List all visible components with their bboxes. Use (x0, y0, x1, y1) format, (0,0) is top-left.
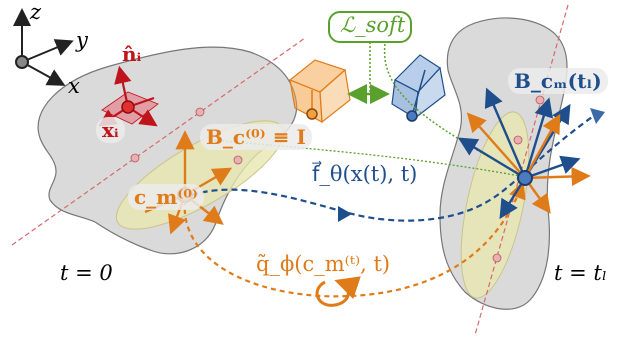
centroid-label: c_m⁽⁰⁾ (128, 184, 205, 210)
blue-cube (391, 54, 446, 120)
loss-box (328, 11, 412, 43)
axis-line-t0 (11, 37, 306, 246)
flow-label: f⃗_θ(x(t), t) (312, 162, 418, 186)
axes-origin (15, 55, 29, 69)
rotation-curve (183, 180, 526, 298)
coordinate-axes (13, 8, 74, 86)
loss-label: ℒ_soft (340, 13, 406, 37)
point-label: xᵢ (96, 117, 125, 143)
orange-cube (288, 59, 351, 124)
axis-y-label: y (76, 28, 88, 52)
axis-x-label: x (68, 74, 80, 98)
basis-t-label: B_cₘ(tₗ) (508, 68, 608, 94)
flow-curve (191, 114, 596, 222)
time-start-label: t = 0 (60, 261, 113, 285)
centroid-tl (517, 170, 533, 186)
surface-point (121, 100, 135, 114)
axis-z-label: z (30, 0, 42, 24)
rotation-loop-icon (315, 276, 361, 307)
time-end-label: t = tₗ (554, 261, 607, 285)
basis-init-label: B_c⁽⁰⁾ ≡ I (200, 124, 312, 150)
rotation-label: q̃_ϕ(c_m⁽ᵗ⁾, t) (256, 252, 391, 276)
normal-label: n̂ᵢ (122, 42, 142, 66)
